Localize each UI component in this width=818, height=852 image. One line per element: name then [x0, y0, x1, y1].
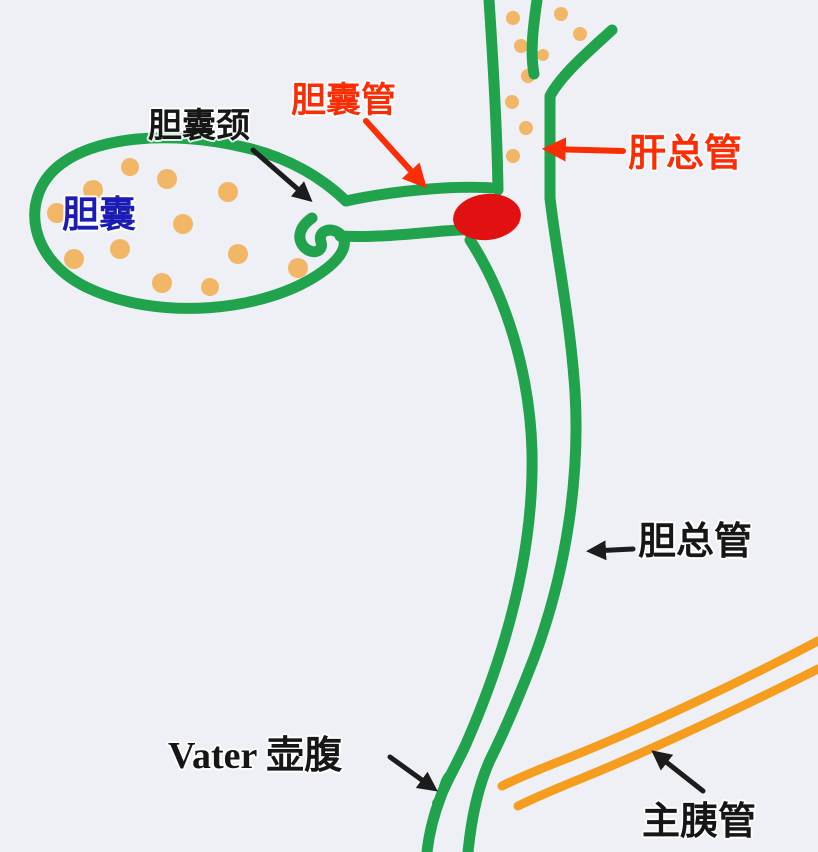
stone-dot: [121, 158, 139, 176]
stone-dot: [537, 49, 549, 61]
stone-dot: [157, 169, 177, 189]
stone-dot: [506, 11, 520, 25]
cystic-duct-upper-wall: [340, 181, 498, 207]
arrow-to-cystic-duct: [363, 118, 427, 189]
hepatic-duct-left-wall: [483, 0, 504, 196]
ampulla-fold: [432, 768, 456, 807]
pancreatic-duct-upper-wall: [497, 636, 818, 791]
stone-dot: [173, 214, 193, 234]
stone-dot: [201, 278, 219, 296]
stone-dot: [110, 239, 130, 259]
pancreatic-duct: [497, 636, 818, 811]
stone-dot: [554, 7, 568, 21]
label-common-hepatic-duct: 肝总管: [628, 133, 742, 175]
hepatic-duct-branch-inner: [526, 0, 543, 80]
label-main-pancreatic-duct: 主胰管: [642, 801, 756, 843]
common-bile-duct-left-wall: [421, 234, 538, 852]
gallbladder-stones: [47, 158, 308, 296]
stone-dot: [218, 182, 238, 202]
stone-dot: [152, 273, 172, 293]
label-ampulla-of-vater: Vater 壶腹: [168, 735, 343, 777]
stone-dot: [47, 203, 67, 223]
stone-dot: [64, 249, 84, 269]
label-gallbladder-neck: 胆囊颈: [148, 107, 250, 145]
common-bile-duct-right-wall: [462, 192, 582, 852]
stone-dot: [505, 95, 519, 109]
stone-dot: [83, 180, 103, 200]
stone-dot: [573, 27, 587, 41]
arrow-to-ampulla-of-vater: [387, 754, 438, 792]
arrow-to-common-bile-duct: [586, 540, 636, 561]
stone-dot: [288, 258, 308, 278]
arrow-to-main-pancreatic-duct: [651, 750, 706, 794]
hepatic-duct-stones: [505, 7, 587, 163]
stone-dot: [228, 244, 248, 264]
label-common-bile-duct: 胆总管: [638, 521, 752, 563]
gallbladder-outline: [29, 132, 352, 314]
label-cystic-duct: 胆囊管: [291, 81, 396, 120]
arrow-to-common-hepatic-duct: [541, 137, 626, 162]
stone-dot: [514, 39, 528, 53]
hepatic-duct-right-wall: [544, 24, 618, 204]
red-arrows: [363, 118, 626, 189]
arrow-to-gallbladder-neck: [250, 147, 313, 202]
obstructing-stone: [453, 193, 521, 241]
stone-dot: [506, 149, 520, 163]
pancreatic-duct-lower-wall: [513, 664, 818, 811]
label-gallbladder: 胆囊: [62, 194, 136, 235]
stone-dot: [519, 121, 533, 135]
black-arrows: [250, 147, 706, 794]
